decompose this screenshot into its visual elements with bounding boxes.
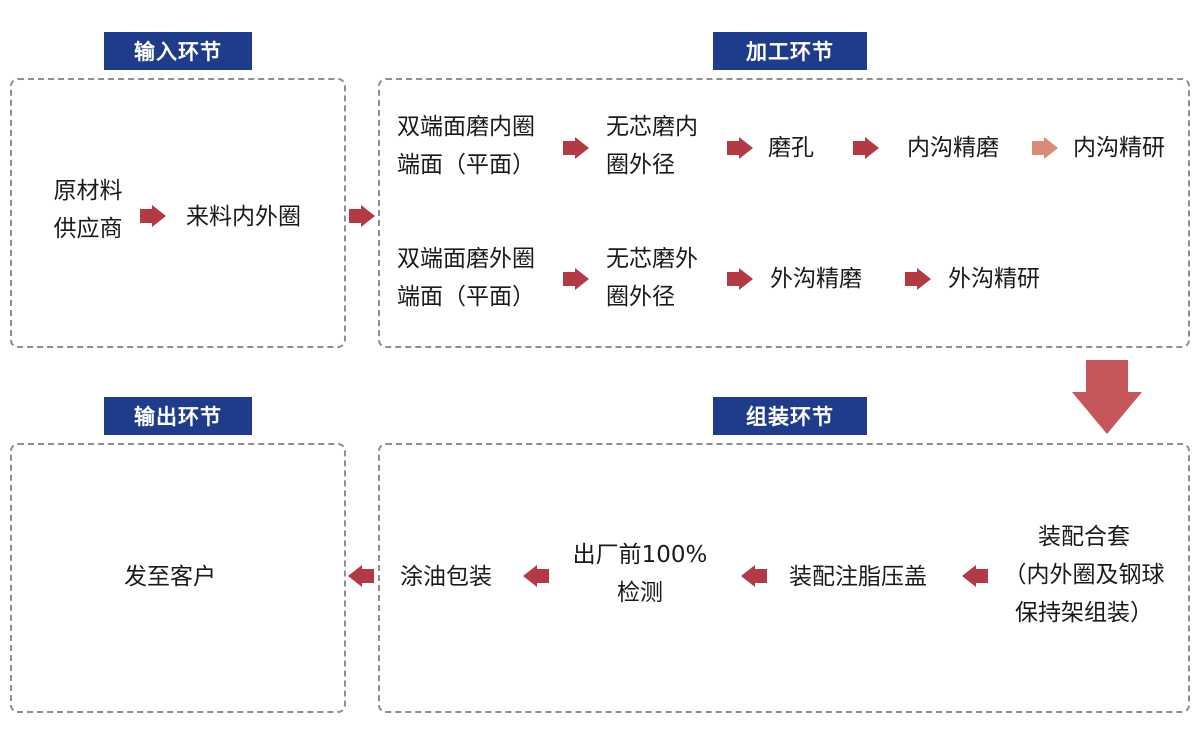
node-incoming-rings: 来料内外圈 [186,204,301,230]
arrow-right-icon [563,137,589,159]
arrow-right-icon [727,268,753,290]
node-outer-ring-face-grinding: 双端面磨外圈 端面（平面） [397,246,535,310]
arrow-right-icon [905,268,931,290]
arrow-right-icon [853,137,879,159]
node-inner-groove-grinding: 内沟精磨 [907,135,999,161]
node-outer-ring-centerless-grinding: 无芯磨外 圈外径 [606,246,698,310]
arrow-right-icon [563,268,589,290]
node-bore-grinding: 磨孔 [768,135,814,161]
node-inner-ring-face-grinding: 双端面磨内圈 端面（平面） [397,114,535,178]
arrow-down-icon [1072,360,1142,434]
arrow-left-icon [348,565,374,587]
node-inner-ring-centerless-grinding: 无芯磨内 圈外径 [606,114,698,178]
output-section-box [10,443,346,713]
arrow-right-icon [140,205,166,227]
output-section-title: 输出环节 [104,397,252,435]
arrow-right-icon [349,205,375,227]
node-grease-sealing: 装配注脂压盖 [789,564,927,590]
node-oil-packaging: 涂油包装 [400,564,492,590]
node-outer-groove-superfinishing: 外沟精研 [948,266,1040,292]
arrow-right-icon [1032,137,1058,159]
arrow-left-icon [962,565,988,587]
assembly-section-box [378,443,1190,713]
node-outer-groove-grinding: 外沟精磨 [770,266,862,292]
processing-section-box [378,78,1190,348]
node-deliver-to-customer: 发至客户 [124,564,216,590]
input-section-title: 输入环节 [104,32,252,70]
processing-section-title: 加工环节 [713,32,867,70]
node-inner-groove-superfinishing: 内沟精研 [1073,135,1165,161]
arrow-right-icon [727,137,753,159]
assembly-section-title: 组装环节 [713,397,867,435]
node-assembly-matching: 装配合套 （内外圈及钢球 保持架组装） [1003,524,1165,626]
node-final-inspection: 出厂前100% 检测 [572,542,708,606]
node-raw-material-supplier: 原材料 供应商 [53,178,123,242]
input-section-box [10,78,346,348]
arrow-left-icon [741,565,767,587]
arrow-left-icon [523,565,549,587]
